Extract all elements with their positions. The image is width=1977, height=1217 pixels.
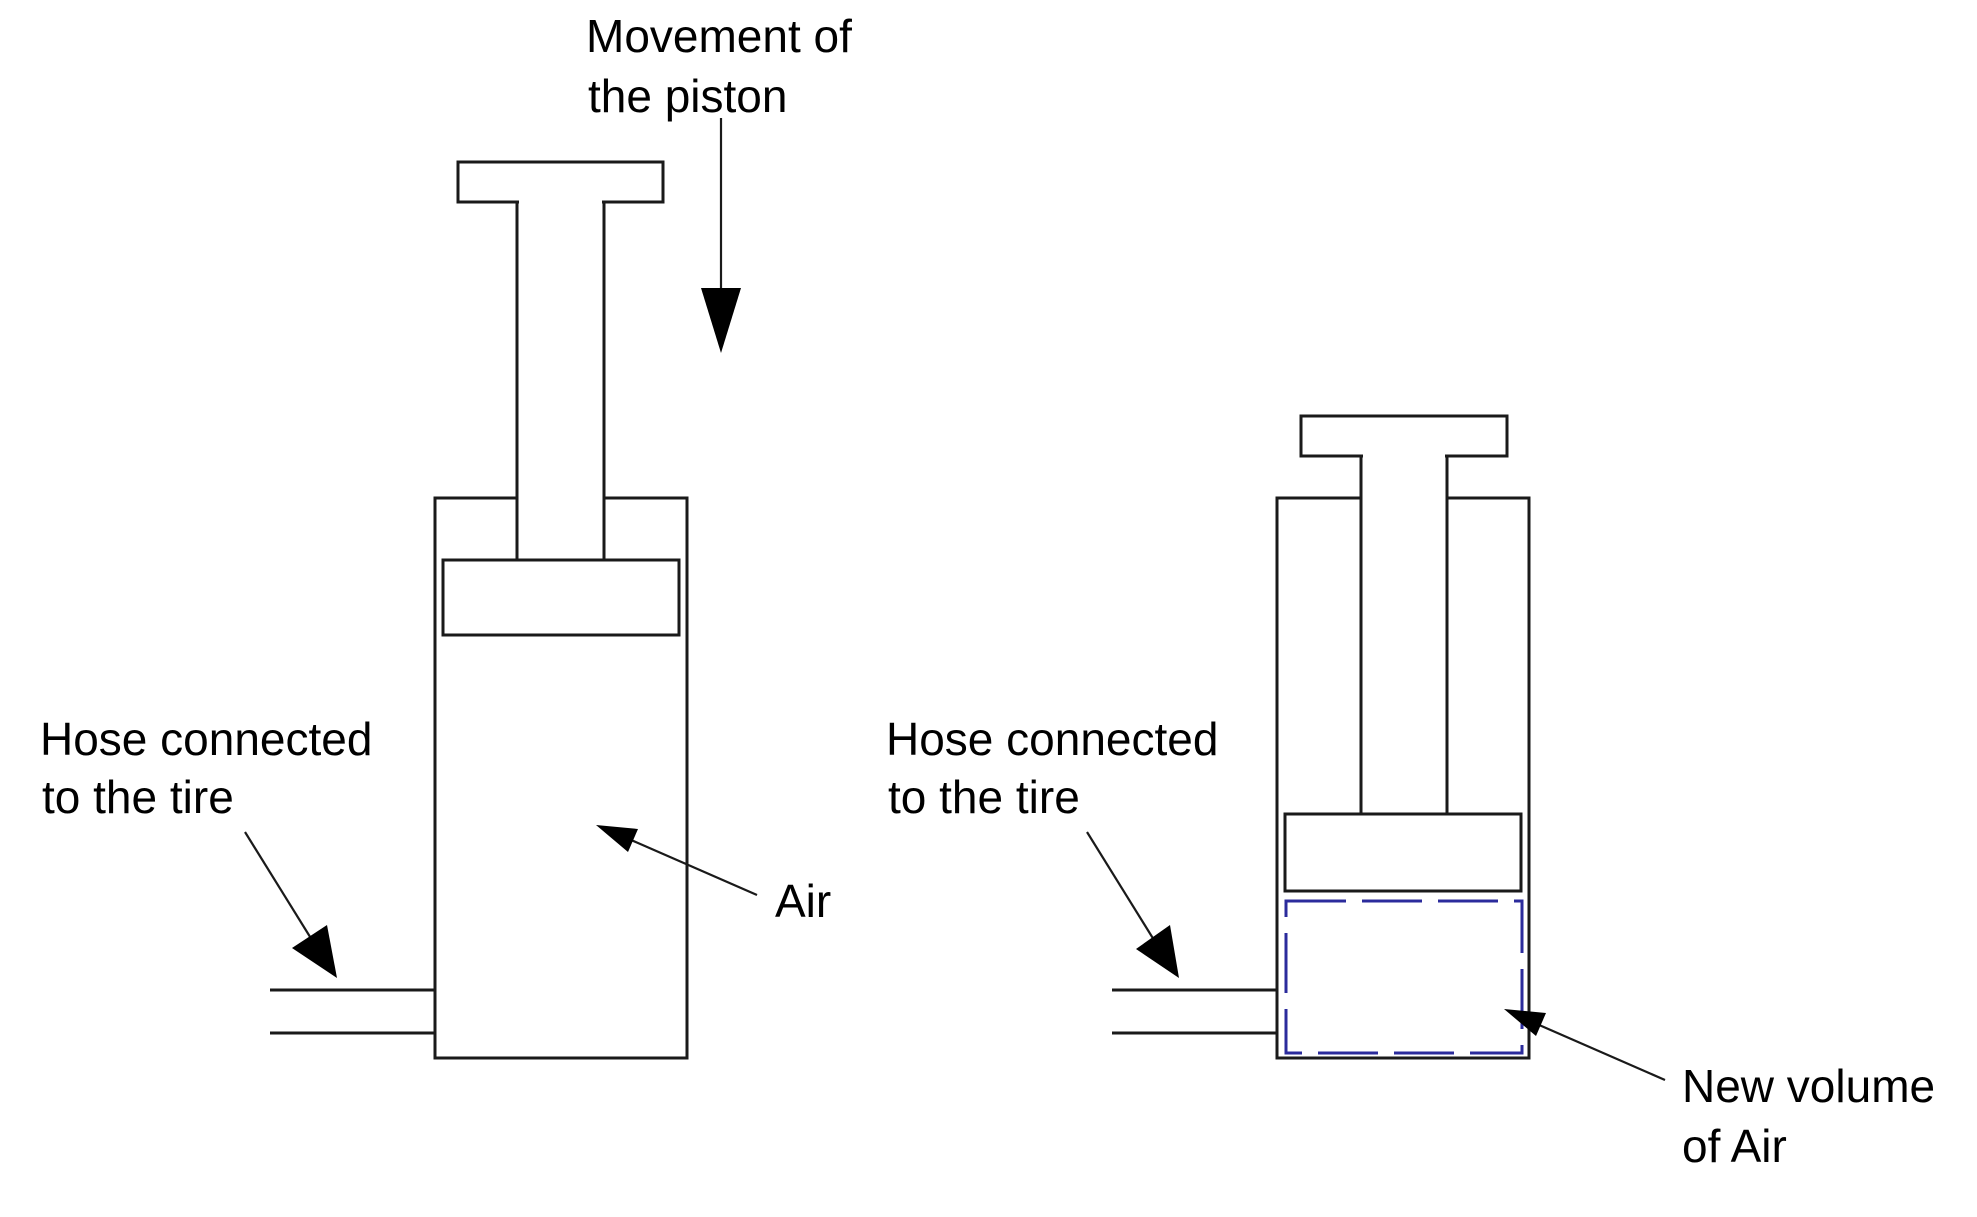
right-piston-head — [1283, 812, 1523, 893]
movement-label-line2: the piston — [588, 70, 787, 122]
right-hose — [1112, 988, 1277, 1035]
right-hose-arrow-shaft — [1086, 831, 1155, 941]
right-pump — [1112, 414, 1531, 1060]
left-hose-arrow-icon — [244, 831, 337, 978]
air-label: Air — [775, 875, 831, 927]
air-arrow-shaft — [621, 834, 758, 897]
movement-arrow-head — [701, 288, 741, 353]
left-hose-label-line2: to the tire — [42, 771, 234, 823]
right-hose-arrow-icon — [1086, 831, 1179, 978]
right-piston-handle — [1299, 414, 1509, 458]
right-hose-label-line2: to the tire — [888, 771, 1080, 823]
new-volume-arrow-head — [1504, 1009, 1546, 1036]
right-hose-label-line1: Hose connected — [886, 713, 1218, 765]
left-hose-label-line1: Hose connected — [40, 713, 372, 765]
right-hose-label: Hose connected to the tire — [886, 713, 1231, 823]
air-arrow-icon — [596, 825, 758, 897]
arrow-down-icon — [701, 118, 741, 353]
new-volume-outline — [1284, 899, 1524, 1055]
air-arrow-head — [596, 825, 638, 852]
right-piston-rod — [1359, 452, 1449, 818]
left-hose-arrow-shaft — [244, 831, 313, 941]
new-volume-arrow-shaft — [1529, 1019, 1666, 1082]
left-piston-head — [441, 558, 681, 637]
new-volume-label: New volume of Air — [1682, 1060, 1948, 1172]
movement-label: Movement of the piston — [586, 10, 865, 122]
left-hose-arrow-head — [292, 925, 337, 978]
left-pump — [270, 160, 689, 1060]
left-hose — [270, 988, 435, 1035]
left-joint-mask — [519, 199, 602, 205]
right-hose-arrow-head — [1136, 925, 1179, 978]
new-volume-label-line2: of Air — [1682, 1120, 1787, 1172]
left-hose-label: Hose connected to the tire — [40, 713, 385, 823]
new-volume-arrow-icon — [1504, 1009, 1666, 1082]
movement-label-line1: Movement of — [586, 10, 852, 62]
right-joint-mask-cyl — [1363, 495, 1445, 501]
left-piston-handle — [456, 160, 665, 204]
new-volume-label-line1: New volume — [1682, 1060, 1935, 1112]
left-piston-rod — [515, 198, 606, 564]
right-joint-mask-top — [1363, 453, 1445, 459]
